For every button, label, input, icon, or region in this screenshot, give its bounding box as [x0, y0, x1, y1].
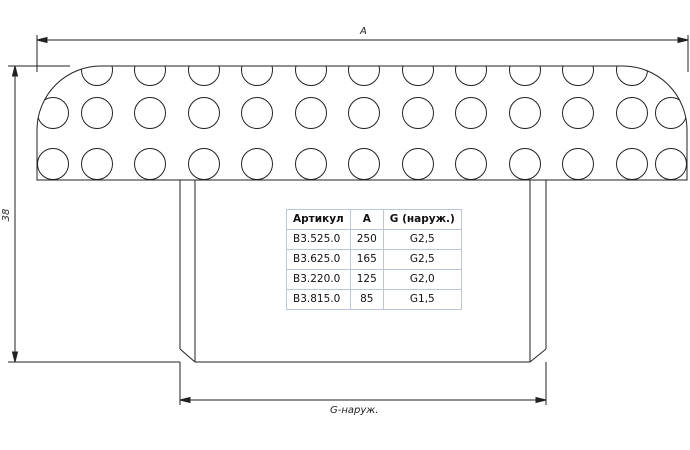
grate-hole — [616, 66, 648, 86]
stem-chamfer-right — [529, 348, 547, 363]
grate-hole — [402, 97, 434, 129]
grate-hole — [134, 97, 166, 129]
grate-hole — [402, 148, 434, 180]
table-row: B3.815.0 85 G1,5 — [286, 289, 462, 310]
grate-hole — [616, 148, 648, 180]
grate-hole — [509, 148, 541, 180]
grate-hole — [562, 97, 594, 129]
dimension-a-arrow-right — [677, 36, 689, 44]
cell-article: B3.220.0 — [286, 269, 351, 290]
grate-hole — [81, 97, 113, 129]
cell-article: B3.815.0 — [286, 289, 351, 310]
stem-chamfer-left — [179, 348, 196, 363]
dimension-38-arrow-bottom — [11, 351, 19, 363]
dimension-g-arrow-left — [179, 396, 191, 404]
dimension-g-arrow-right — [535, 396, 547, 404]
header-g: G (наруж.) — [382, 209, 462, 230]
cell-g: G2,0 — [382, 269, 462, 290]
table-row: B3.525.0 250 G2,5 — [286, 229, 462, 250]
dimension-g-label: G-наруж. — [330, 405, 378, 416]
grate-hole — [402, 66, 434, 86]
header-article: Артикул — [286, 209, 351, 230]
grate-hole — [241, 66, 273, 86]
grate-hole — [509, 66, 541, 86]
cell-article: B3.525.0 — [286, 229, 351, 250]
grate-hole — [348, 148, 380, 180]
grate-hole — [509, 97, 541, 129]
dimension-38-label: 38 — [1, 209, 12, 222]
grate-hole — [188, 148, 220, 180]
grate-hole — [295, 148, 327, 180]
grate-hole — [295, 66, 327, 86]
grate-hole — [562, 66, 594, 86]
grate-hole — [655, 148, 687, 180]
grate-hole — [655, 97, 687, 129]
table-row: B3.625.0 165 G2,5 — [286, 249, 462, 270]
grate-holes — [37, 66, 687, 180]
grate-hole — [455, 97, 487, 129]
cell-g: G2,5 — [382, 229, 462, 250]
grate-hole — [37, 97, 69, 129]
cell-article: B3.625.0 — [286, 249, 351, 270]
header-a: A — [349, 209, 384, 230]
dimension-a-label: A — [359, 26, 367, 37]
grate-hole — [37, 148, 69, 180]
grate-hole — [562, 148, 594, 180]
grate-hole — [241, 148, 273, 180]
cell-a: 125 — [349, 269, 384, 290]
dimension-38-arrow-top — [11, 65, 19, 77]
grate-hole — [81, 66, 113, 86]
grate-hole — [188, 97, 220, 129]
spec-table: Артикул A G (наруж.) B3.525.0 250 G2,5 B… — [286, 209, 462, 310]
cell-a: 165 — [349, 249, 384, 270]
grate-hole — [134, 66, 166, 86]
grate-hole — [348, 97, 380, 129]
grate-hole — [295, 97, 327, 129]
grate-hole — [348, 66, 380, 86]
dimension-a-arrow-left — [36, 36, 48, 44]
grate-hole — [455, 148, 487, 180]
grate-hole — [616, 97, 648, 129]
table-row: B3.220.0 125 G2,0 — [286, 269, 462, 290]
grate-hole — [188, 66, 220, 86]
grate-hole — [81, 148, 113, 180]
cell-a: 250 — [349, 229, 384, 250]
grate-body — [36, 65, 688, 181]
grate-hole — [241, 97, 273, 129]
cell-a: 85 — [349, 289, 384, 310]
table-header-row: Артикул A G (наруж.) — [286, 209, 462, 230]
cell-g: G2,5 — [382, 249, 462, 270]
cell-g: G1,5 — [382, 289, 462, 310]
grate-hole — [455, 66, 487, 86]
grate-hole — [134, 148, 166, 180]
